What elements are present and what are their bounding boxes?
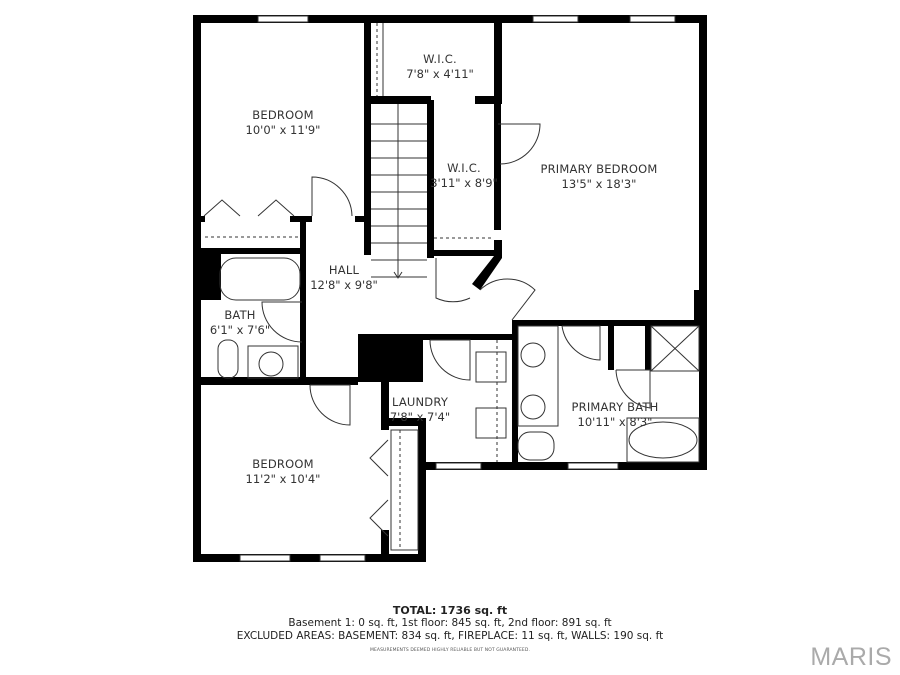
doors — [203, 123, 651, 537]
room-name: BEDROOM — [252, 108, 314, 122]
room-label-bedroom-sw: BEDROOM 11'2" x 10'4" — [246, 457, 321, 487]
room-label-primary-bedroom: PRIMARY BEDROOM 13'5" x 18'3" — [540, 162, 657, 192]
room-name: BATH — [224, 308, 256, 322]
room-dimensions: 3'11" x 8'9" — [430, 176, 498, 190]
room-name: PRIMARY BATH — [571, 400, 659, 414]
room-dimensions: 10'0" x 11'9" — [245, 123, 321, 137]
room-dimensions: 10'11" x 8'3" — [577, 415, 653, 429]
excluded-areas: EXCLUDED AREAS: BASEMENT: 834 sq. ft, FI… — [236, 630, 664, 642]
room-name: LAUNDRY — [391, 395, 449, 409]
room-label-primary-bath: PRIMARY BATH 10'11" x 8'3" — [572, 400, 659, 430]
fixtures — [205, 236, 700, 551]
stairs — [371, 23, 427, 279]
room-dimensions: 12'8" x 9'8" — [310, 278, 378, 292]
room-label-bedroom-nw: BEDROOM 10'0" x 11'9" — [246, 108, 321, 138]
room-dimensions: 6'1" x 7'6" — [209, 323, 271, 337]
room-dimensions: 7'8" x 7'4" — [389, 410, 451, 424]
room-label-wic-top: W.I.C. 7'8" x 4'11" — [406, 52, 474, 82]
total-area: TOTAL: 1736 sq. ft — [392, 604, 508, 617]
room-label-hall: HALL 12'8" x 9'8" — [310, 263, 378, 293]
room-name: W.I.C. — [423, 52, 457, 66]
brand-watermark: MARIS — [810, 643, 892, 671]
room-name: BEDROOM — [252, 457, 314, 471]
windows — [239, 15, 676, 562]
walls — [193, 15, 707, 562]
floor-areas: Basement 1: 0 sq. ft, 1st floor: 845 sq.… — [288, 617, 612, 629]
room-label-bath: BATH 6'1" x 7'6" — [210, 308, 270, 338]
room-label-wic-mid: W.I.C. 3'11" x 8'9" — [430, 161, 498, 191]
room-name: W.I.C. — [447, 161, 481, 175]
room-dimensions: 13'5" x 18'3" — [561, 177, 637, 191]
room-name: HALL — [328, 263, 360, 277]
room-dimensions: 7'8" x 4'11" — [406, 67, 474, 81]
disclaimer: MEASUREMENTS DEEMED HIGHLY RELIABLE BUT … — [370, 648, 530, 653]
room-name: PRIMARY BEDROOM — [540, 162, 658, 176]
room-dimensions: 11'2" x 10'4" — [245, 472, 321, 486]
room-label-laundry: LAUNDRY 7'8" x 7'4" — [390, 395, 450, 425]
